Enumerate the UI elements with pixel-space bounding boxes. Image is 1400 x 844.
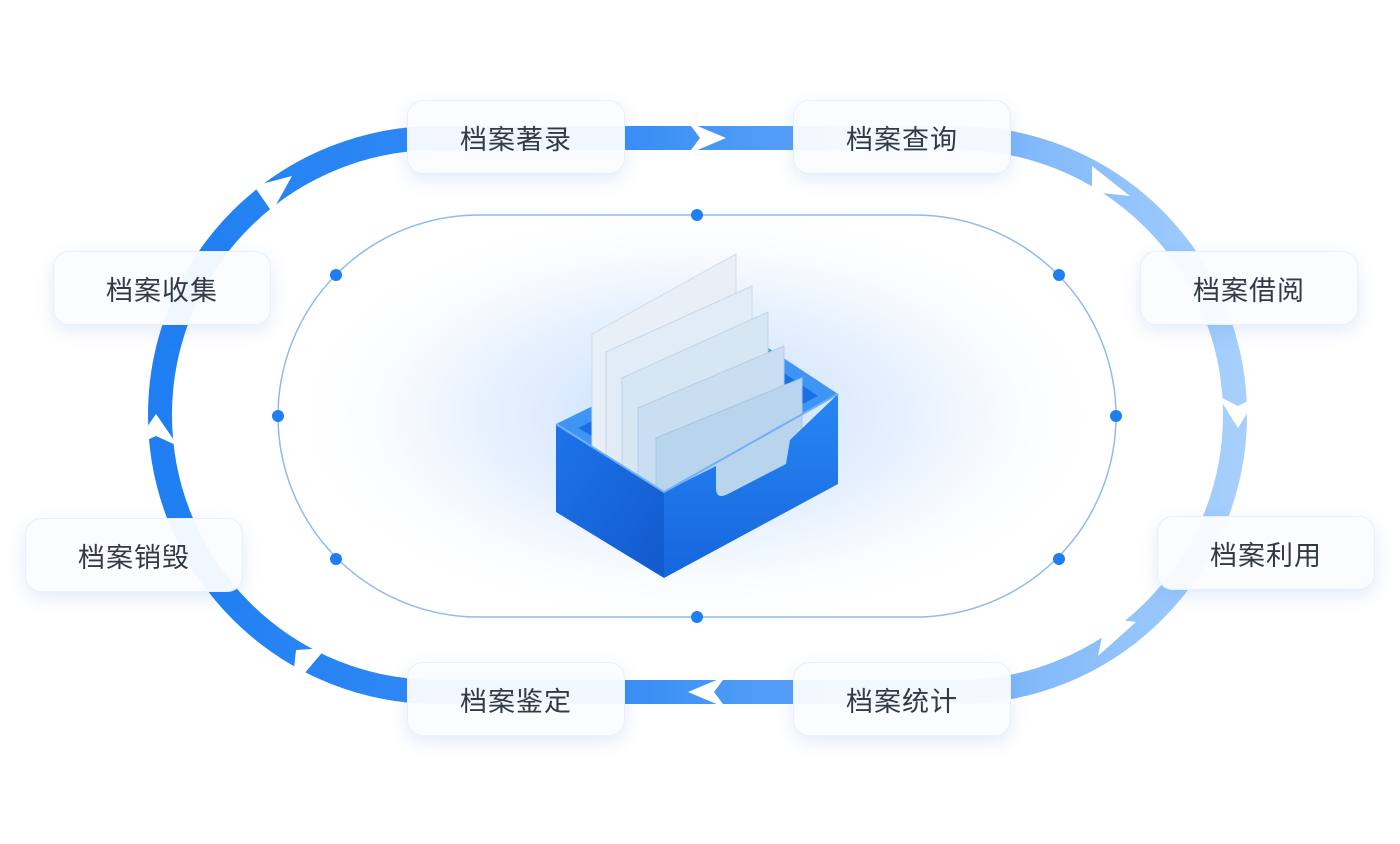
stage-label: 档案利用	[1210, 540, 1322, 572]
inner-dot	[691, 611, 703, 623]
inner-dot	[272, 410, 284, 422]
stage-label: 档案借阅	[1193, 275, 1305, 307]
inner-dot	[1053, 269, 1065, 281]
stage-card-borrowing[interactable]: 档案借阅	[1140, 251, 1358, 325]
stage-label: 档案销毁	[78, 542, 190, 574]
stage-card-utilization[interactable]: 档案利用	[1157, 516, 1375, 590]
stage-label: 档案统计	[846, 686, 958, 718]
stage-card-destruction[interactable]: 档案销毁	[25, 518, 243, 592]
stage-label: 档案查询	[846, 124, 958, 156]
box-front	[556, 424, 664, 578]
arrow-up-right-icon	[254, 176, 292, 212]
stage-label: 档案收集	[106, 275, 218, 307]
archive-box-with-folders-icon	[555, 253, 839, 578]
arrow-right-icon	[688, 122, 726, 154]
stage-card-cataloging[interactable]: 档案著录	[407, 100, 625, 174]
box-rim-highlight	[555, 393, 839, 494]
stage-card-query[interactable]: 档案查询	[793, 100, 1011, 174]
flow-arrows	[134, 122, 1258, 708]
arrow-down-icon	[1218, 396, 1258, 428]
stage-label: 档案鉴定	[460, 686, 572, 718]
arrow-left-icon	[688, 676, 726, 708]
box-side	[664, 394, 838, 578]
inner-dot	[691, 209, 703, 221]
stage-card-statistics[interactable]: 档案统计	[793, 662, 1011, 736]
inner-dot	[1110, 410, 1122, 422]
stage-card-appraisal[interactable]: 档案鉴定	[407, 662, 625, 736]
stage-card-collection[interactable]: 档案收集	[53, 251, 271, 325]
stage-label: 档案著录	[460, 124, 572, 156]
arrow-up-icon	[134, 414, 178, 446]
arrow-down-right-icon	[1092, 166, 1130, 196]
inner-dot	[330, 553, 342, 565]
arrow-down-left-icon	[1098, 618, 1136, 656]
inner-dots	[272, 209, 1122, 623]
inner-dot	[330, 269, 342, 281]
inner-dot	[1053, 553, 1065, 565]
arrow-up-left-icon	[292, 648, 326, 688]
